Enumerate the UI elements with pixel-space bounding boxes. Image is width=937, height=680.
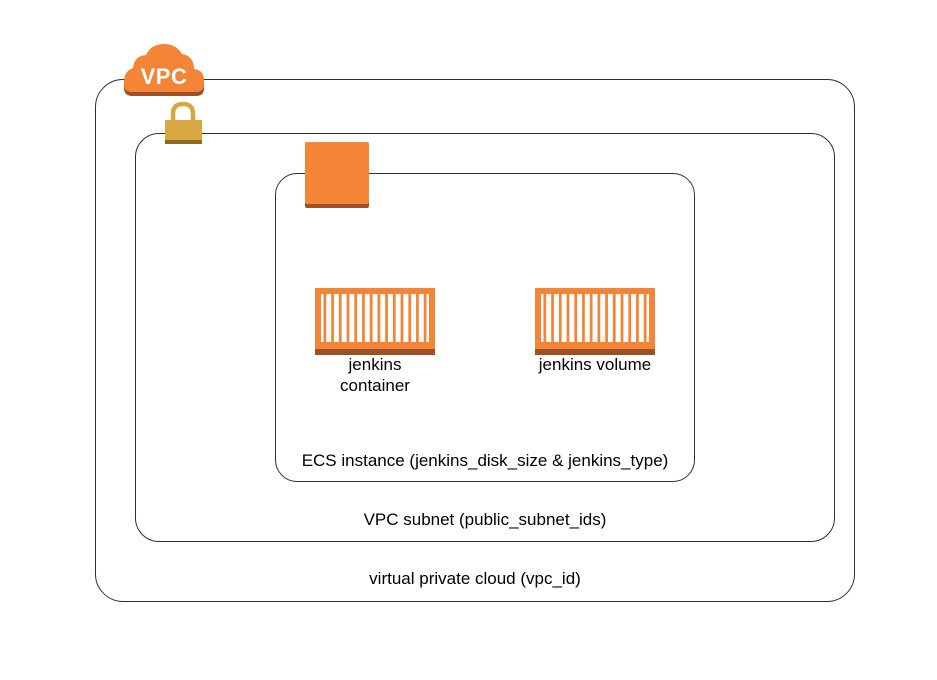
ecs-instance-label: ECS instance (jenkins_disk_size & jenkin… — [301, 451, 669, 470]
vpc-cloud-icon: VPC — [124, 44, 204, 100]
container-label: jenkins container — [340, 355, 410, 395]
vpc-label: virtual private cloud (vpc_id) — [369, 569, 581, 588]
container-icon — [315, 288, 435, 356]
ecs-instance-group — [275, 173, 695, 482]
volume-label: jenkins volume — [538, 355, 652, 374]
lock-icon — [164, 101, 204, 144]
vpc-badge-text: VPC — [140, 64, 188, 89]
subnet-label: VPC subnet (public_subnet_ids) — [363, 510, 607, 529]
volume-icon — [535, 288, 655, 356]
ec2-instance-icon — [305, 142, 369, 208]
